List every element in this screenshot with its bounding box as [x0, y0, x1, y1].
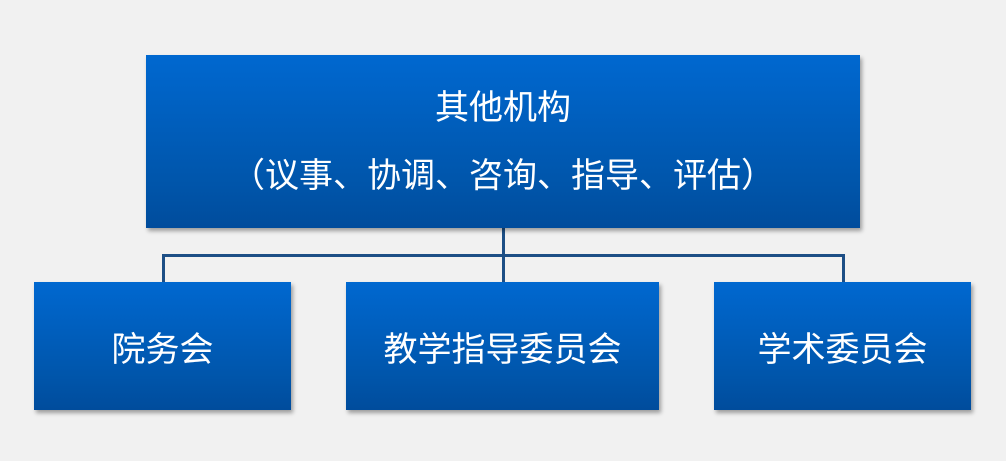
root-node: 其他机构 （议事、协调、咨询、指导、评估）	[146, 55, 860, 228]
connector-left	[162, 254, 165, 282]
child-node: 院务会	[34, 282, 291, 410]
connector-right	[842, 254, 845, 282]
child-label: 学术委员会	[757, 329, 928, 370]
child-label: 教学指导委员会	[383, 329, 622, 370]
root-subtitle: （议事、协调、咨询、指导、评估）	[231, 155, 775, 196]
child-node: 教学指导委员会	[346, 282, 659, 410]
connector-bus	[162, 254, 845, 257]
child-node: 学术委员会	[714, 282, 971, 410]
root-title: 其他机构	[435, 87, 571, 128]
child-label: 院务会	[111, 329, 214, 370]
